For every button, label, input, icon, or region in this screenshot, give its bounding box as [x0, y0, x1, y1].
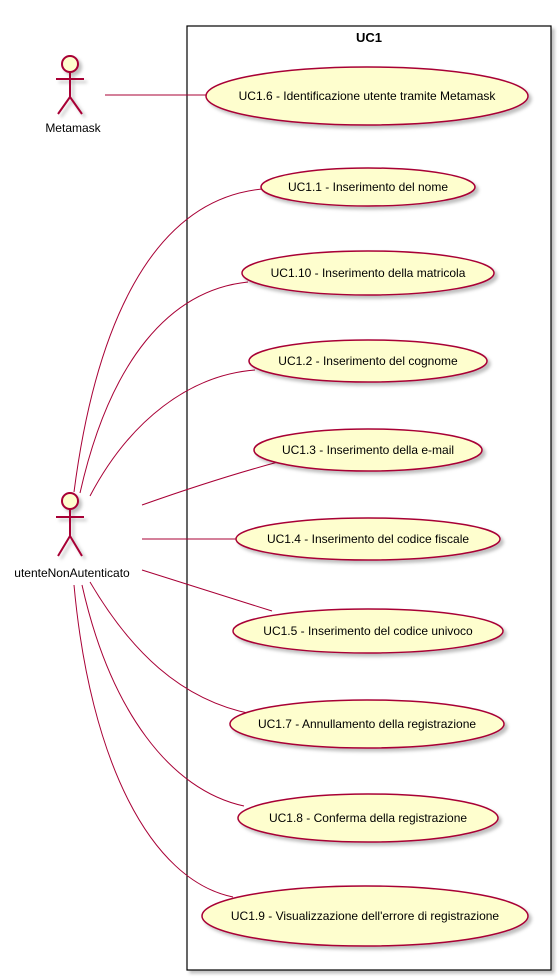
use-case-uc1-2: UC1.2 - Inserimento del cognome: [248, 339, 488, 383]
use-case-label: UC1.3 - Inserimento della e-mail: [282, 443, 454, 457]
association-utente-uc1-5: [141, 569, 273, 612]
use-case-uc1-5: UC1.5 - Inserimento del codice univoco: [232, 608, 504, 654]
association-utente-uc1-3: [141, 461, 279, 506]
use-case-label: UC1.6 - Identificazione utente tramite M…: [239, 89, 497, 103]
association-utente-uc1-10: [79, 281, 249, 494]
use-case-uc1-3: UC1.3 - Inserimento della e-mail: [253, 428, 483, 472]
association-utente-uc1-7: [89, 581, 253, 715]
use-case-label: UC1.10 - Inserimento della matricola: [271, 266, 466, 280]
use-case-uc1-8: UC1.8 - Conferma della registrazione: [237, 793, 499, 843]
use-case-label: UC1.9 - Visualizzazione dell'errore di r…: [231, 909, 500, 923]
use-case-label: UC1.1 - Inserimento del nome: [288, 180, 448, 194]
use-case-label: UC1.4 - Inserimento del codice fiscale: [267, 532, 469, 546]
actor-figure-icon: [56, 55, 84, 115]
use-case-uc1-4: UC1.4 - Inserimento del codice fiscale: [235, 517, 501, 561]
use-case-uc1-6: UC1.6 - Identificazione utente tramite M…: [205, 66, 529, 126]
association-utente-uc1-1: [73, 188, 263, 493]
use-cases: UC1.6 - Identificazione utente tramite M…: [201, 66, 529, 947]
actor-figure-icon: [56, 492, 84, 557]
use-case-label: UC1.2 - Inserimento del cognome: [278, 354, 458, 368]
use-case-label: UC1.8 - Conferma della registrazione: [269, 811, 467, 825]
use-case-uc1-10: UC1.10 - Inserimento della matricola: [241, 250, 495, 296]
system-title: UC1: [356, 30, 382, 45]
association-utente-uc1-9: [73, 584, 234, 898]
use-case-uc1-9: UC1.9 - Visualizzazione dell'errore di r…: [201, 885, 529, 947]
actor-label: Metamask: [45, 121, 101, 135]
actor-utente-non-autenticato: utenteNonAutenticato: [14, 492, 130, 580]
actor-metamask: Metamask: [45, 55, 102, 135]
association-utente-uc1-2: [89, 369, 256, 497]
use-case-label: UC1.7 - Annullamento della registrazione: [258, 717, 476, 731]
actor-label: utenteNonAutenticato: [14, 566, 130, 580]
association-utente-uc1-8: [81, 584, 245, 807]
use-case-uc1-1: UC1.1 - Inserimento del nome: [260, 167, 476, 207]
associations: [73, 94, 279, 898]
use-case-label: UC1.5 - Inserimento del codice univoco: [263, 624, 473, 638]
use-case-uc1-7: UC1.7 - Annullamento della registrazione: [229, 699, 505, 749]
